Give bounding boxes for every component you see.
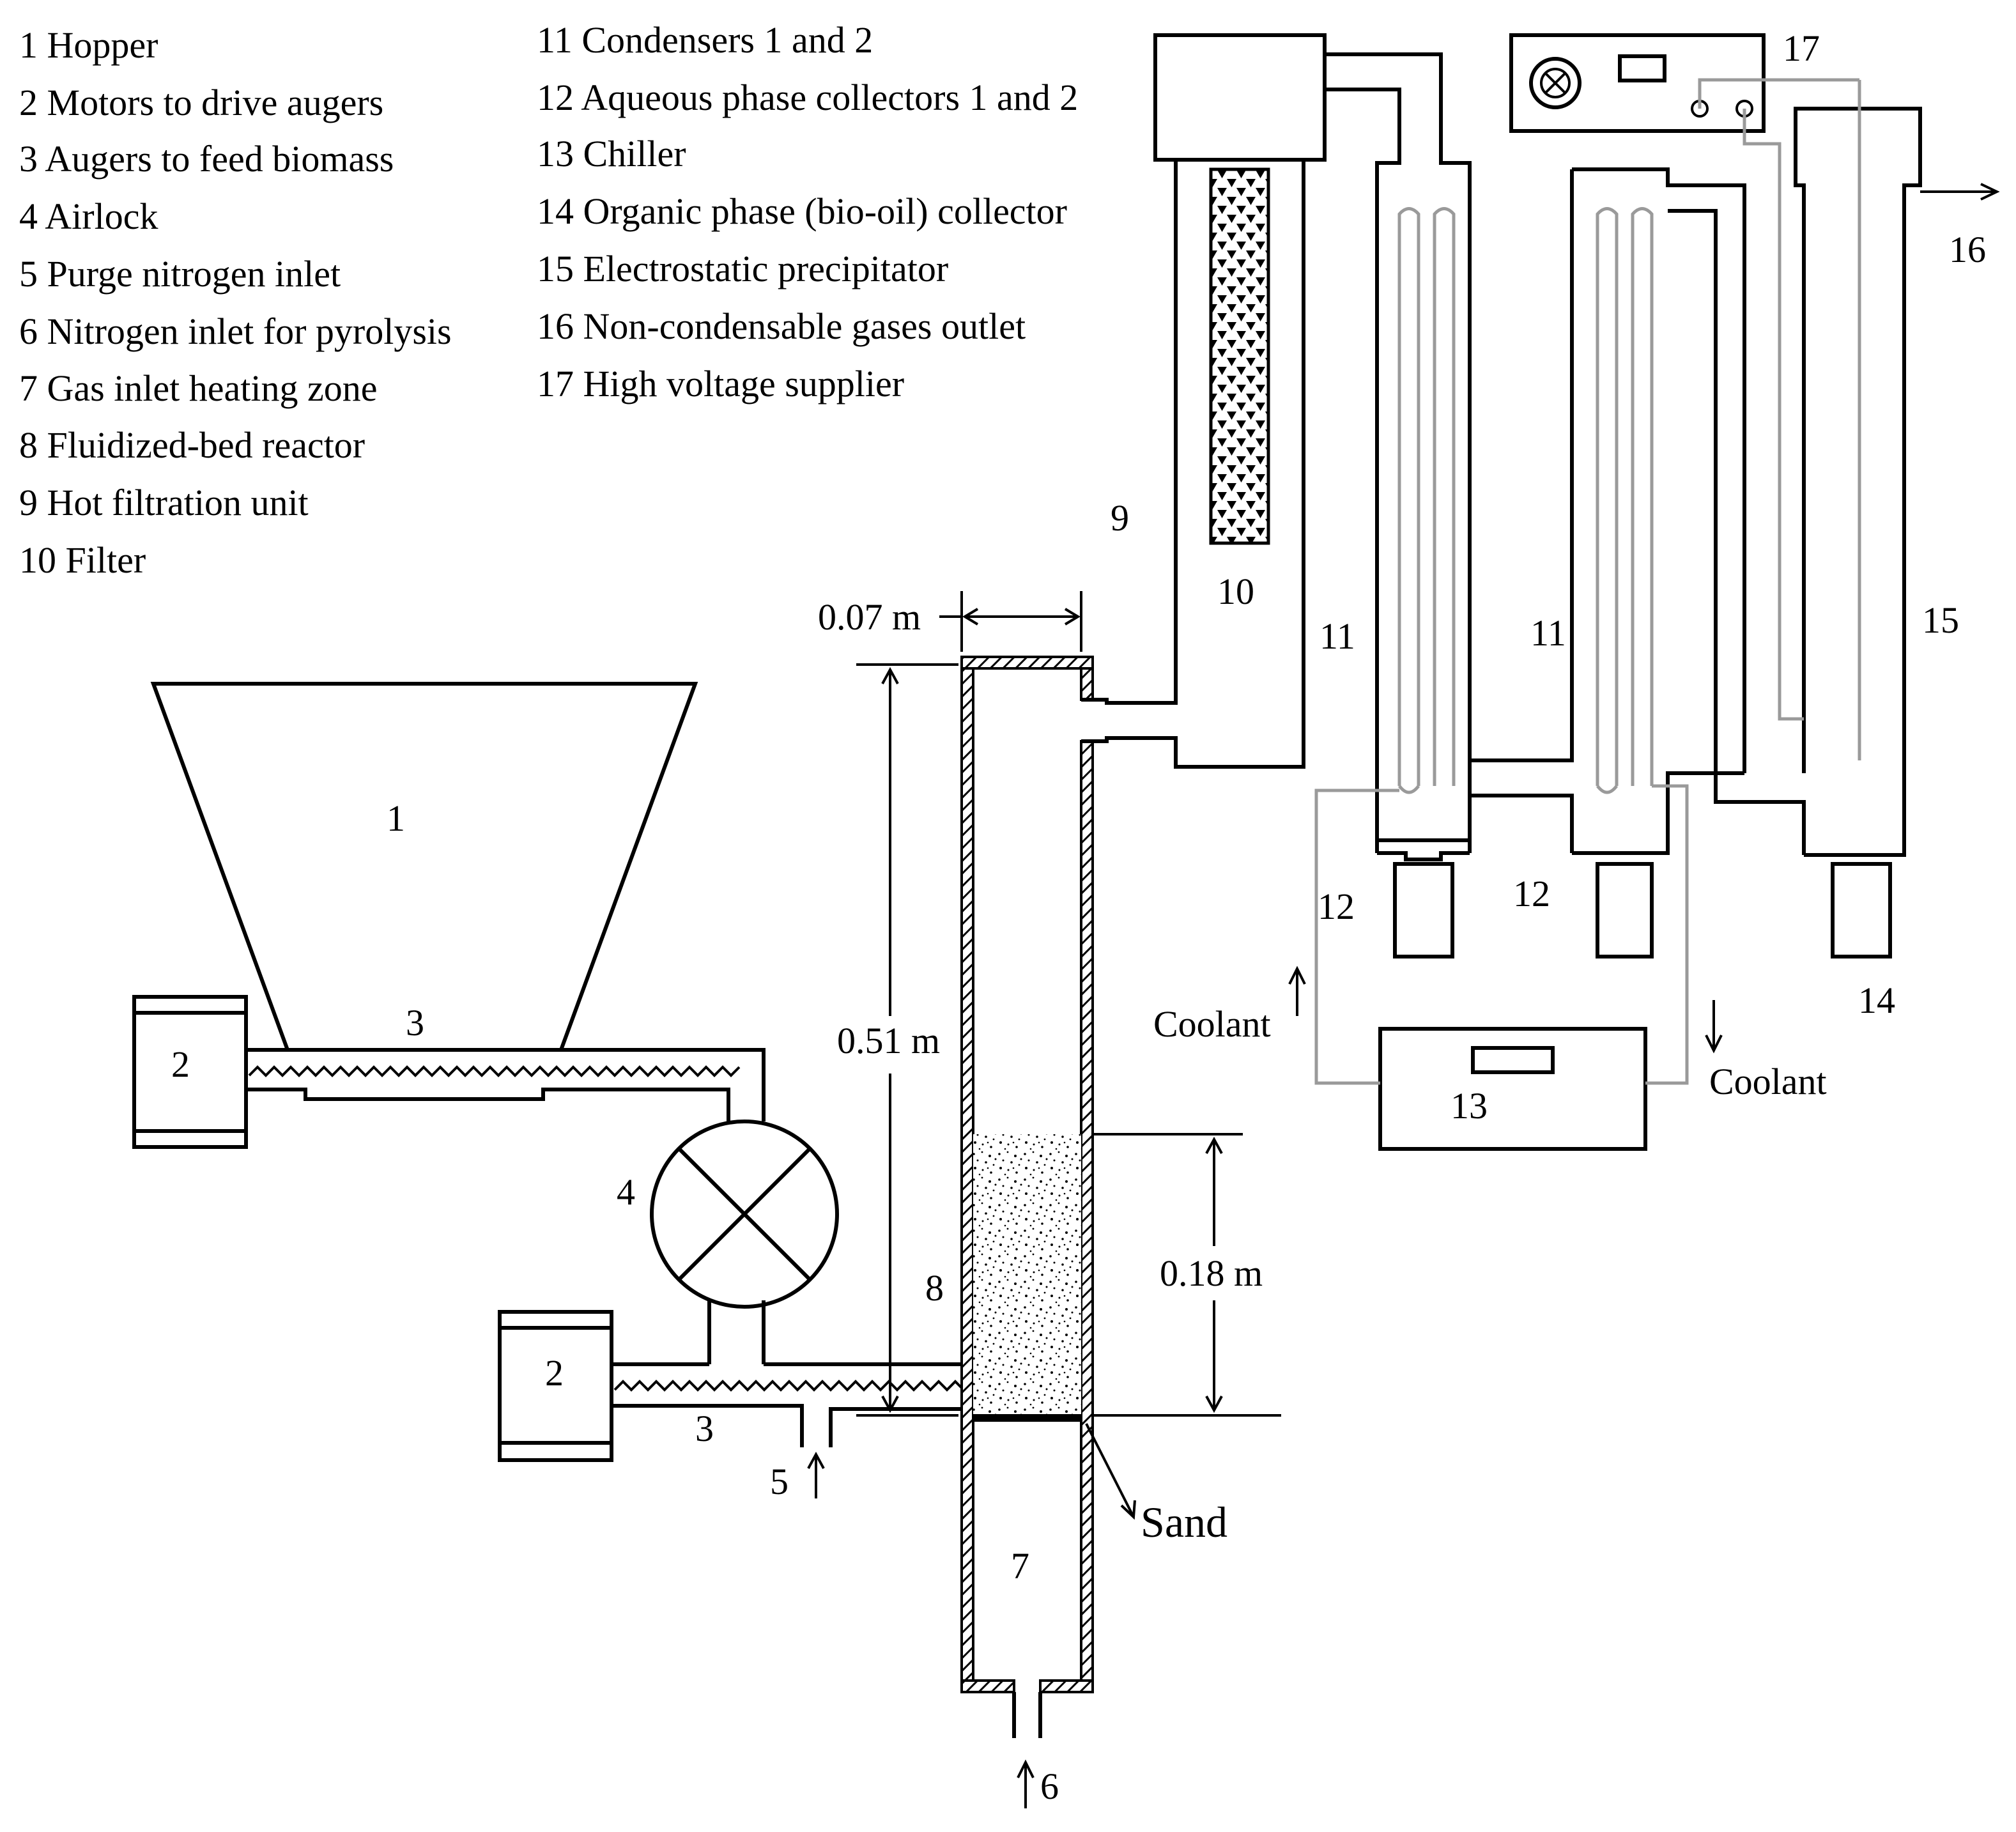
pipe-to-precipitator [1666,771,1744,853]
electrostatic-precipitator: 15 14 [1794,80,1959,1021]
legend-item: 3 Augers to feed biomass [19,138,394,180]
pipe-condenser-link [1470,169,1574,762]
legend-item: 7 Gas inlet heating zone [19,367,378,409]
pyrolysis-inlet-label: 6 [1040,1766,1059,1807]
chiller-label: 13 [1450,1085,1488,1127]
bed-height-dimension-label: 0.18 m [1160,1252,1263,1294]
pyrolysis-nitrogen-inlet: 6 [1017,1759,1059,1808]
coolant-in-label: Coolant [1153,1003,1271,1045]
legend-right: 11 Condensers 1 and 2 12 Aqueous phase c… [537,19,1078,404]
hot-filtration-label: 9 [1111,497,1129,539]
hot-filtration-unit: 9 10 [1081,33,1327,769]
legend-item: 17 High voltage supplier [537,363,904,404]
gas-outlet: 16 [1920,183,2000,270]
legend-item: 11 Condensers 1 and 2 [537,19,873,61]
purge-nitrogen-inlet: 5 [770,1451,825,1502]
collector-2-label: 12 [1513,873,1550,914]
legend-item: 1 Hopper [19,24,158,66]
coolant-in: Coolant [1153,966,1306,1045]
pipe-filter-to-condenser [1325,52,1472,853]
legend-item: 16 Non-condensable gases outlet [537,305,1026,347]
dimension-width: 0.07 m [818,591,1082,652]
condenser-1: 11 12 [1318,207,1472,958]
sand-bed [973,1134,1081,1417]
filter [1209,167,1270,545]
pipe-to-precipitator-lower [1714,770,1806,855]
legend-item: 15 Electrostatic precipitator [537,248,948,289]
height-dimension-label: 0.51 m [837,1020,940,1061]
hopper-label: 1 [387,797,405,839]
condenser-2: 11 12 [1513,167,1746,958]
auger-top: 3 [246,1002,766,1121]
hv-supplier-label: 17 [1783,27,1820,69]
precipitator-label: 15 [1922,599,1959,641]
legend-item: 9 Hot filtration unit [19,482,309,523]
pipe-condenser-link-bottom [1470,794,1574,853]
heating-zone-label: 7 [1011,1545,1029,1587]
legend-item: 4 Airlock [19,196,158,237]
hopper: 1 [150,682,698,1051]
dimension-bed-height: 0.18 m [1093,1133,1281,1417]
reactor: 8 7 [925,656,1094,1738]
distributor-plate [973,1414,1081,1422]
legend-item: 10 Filter [19,539,146,581]
motor-bottom-label: 2 [545,1352,564,1394]
sand-pointer: Sand [1085,1423,1227,1546]
motor-top: 2 [132,995,248,1149]
legend-item: 12 Aqueous phase collectors 1 and 2 [537,77,1078,118]
sand-label: Sand [1141,1498,1227,1546]
coolant-out-label: Coolant [1709,1061,1827,1102]
coolant-out: Coolant [1705,1000,1827,1102]
purge-inlet-label: 5 [770,1461,789,1502]
width-dimension-label: 0.07 m [818,596,921,638]
motor-top-label: 2 [171,1043,190,1085]
airlock: 4 [617,1120,839,1364]
auger-top-label: 3 [406,1002,424,1043]
chiller: 13 [1314,784,1689,1151]
auger-bottom: 3 [612,1362,965,1449]
pipe-filter-to-condenser-inner [1325,88,1401,853]
airlock-label: 4 [617,1171,635,1213]
legend-left: 1 Hopper 2 Motors to drive augers 3 Auge… [19,24,452,581]
gas-outlet-label: 16 [1949,229,1986,270]
high-voltage-supplier: 17 [1509,27,1859,721]
auger-bottom-label: 3 [695,1408,714,1449]
filter-label: 10 [1217,571,1254,612]
bio-oil-collector-label: 14 [1858,980,1895,1021]
legend-item: 8 Fluidized-bed reactor [19,424,365,466]
condenser-1-label: 11 [1320,615,1355,657]
legend-item: 2 Motors to drive augers [19,82,383,123]
legend-item: 6 Nitrogen inlet for pyrolysis [19,311,452,352]
legend-item: 5 Purge nitrogen inlet [19,253,341,295]
motor-bottom: 2 [498,1310,613,1462]
legend-item: 13 Chiller [537,133,686,174]
condenser-2-label: 11 [1530,612,1566,654]
collector-1-label: 12 [1318,886,1355,927]
reactor-label: 8 [925,1267,944,1309]
legend-item: 14 Organic phase (bio-oil) collector [537,190,1067,232]
dimension-height: 0.51 m [837,663,958,1417]
